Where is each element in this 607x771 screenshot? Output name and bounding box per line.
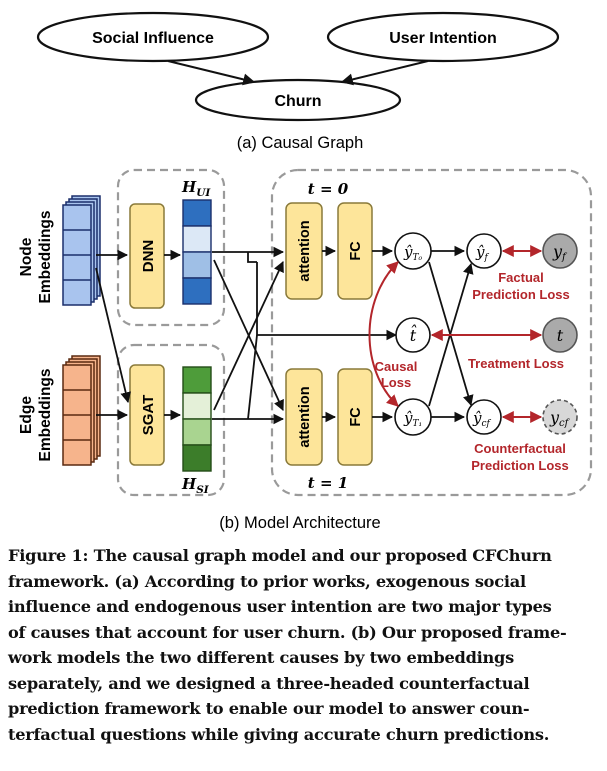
fc-label-t0: FC <box>348 241 364 261</box>
y-cf-hat-node <box>466 399 502 435</box>
figure-caption-line: prediction framework to enable our model… <box>8 699 530 718</box>
t-truth-label: t <box>557 326 564 345</box>
user-intention-node <box>326 11 560 63</box>
node-encoder-group <box>116 168 226 327</box>
edge-intention-to-churn <box>340 60 429 86</box>
edge-social-to-churn <box>167 60 256 86</box>
arrow-node-to-sgat <box>95 267 131 404</box>
figure-caption-line: work models the two different causes by … <box>8 648 514 667</box>
sgat-label: SGAT <box>140 395 157 436</box>
t-truth-node <box>542 317 578 353</box>
causal-loss-label-line1: Causal <box>375 359 418 374</box>
y-f-truth-node <box>542 233 578 269</box>
causal-graph: Social Influence User Intention Churn (a… <box>36 11 560 152</box>
user-intention-label: User Intention <box>389 30 497 47</box>
t1-label: t = 1 <box>308 474 348 492</box>
node-embeddings-stack <box>62 195 101 306</box>
h-ui-vector <box>182 199 212 305</box>
y-f-hat-label: ŷf <box>475 243 489 263</box>
edge-embeddings-stack <box>62 355 101 466</box>
figure-caption: Figure 1: The causal graph model and our… <box>8 543 601 747</box>
factual-loss-label-line2: Prediction Loss <box>472 287 570 302</box>
churn-label: Churn <box>274 93 321 110</box>
prediction-heads-group <box>270 168 593 497</box>
model-architecture-caption: (b) Model Architecture <box>219 514 380 532</box>
churn-node <box>194 78 402 122</box>
encoder-to-head-connections <box>212 246 398 425</box>
dnn-module <box>129 203 165 309</box>
counterfactual-loss-label-line1: Counterfactual <box>474 441 566 456</box>
edge-embeddings-label-line2: Embeddings <box>37 368 54 461</box>
node-embeddings-label-line1: Node <box>18 237 35 276</box>
dnn-label: DNN <box>140 240 157 273</box>
h-ui-label: HUI <box>181 178 211 199</box>
figure-caption-line: framework. (a) According to prior works,… <box>8 571 526 591</box>
treatment-loss-label: Treatment Loss <box>468 356 564 371</box>
figure-caption-line: Figure 1: The causal graph model and our… <box>8 546 552 565</box>
y-cf-hat-label: ŷcf <box>472 409 492 429</box>
figure-caption-line: influence and endogenous user intention … <box>8 597 552 616</box>
y-cf-truth-node <box>542 399 578 435</box>
attention-label-t0: attention <box>297 220 313 281</box>
y-f-hat-node <box>466 233 502 269</box>
y-cf-truth-label: ycf <box>549 408 571 429</box>
y-hat-t1-node <box>394 398 432 436</box>
t0-label: t = 0 <box>308 180 349 198</box>
figure-caption-line: of causes that account for user churn. (… <box>8 622 567 642</box>
model-architecture: Node Embeddings Edge Embeddings <box>18 168 593 532</box>
figure-caption-line: terfactual questions while giving accura… <box>8 724 550 744</box>
social-influence-node <box>36 11 270 63</box>
t-hat-label: t̂ <box>410 325 417 345</box>
y-hat-t0-label: ŷT₀ <box>403 243 422 263</box>
y-hat-t1-label: ŷT₁ <box>403 409 422 429</box>
social-influence-label: Social Influence <box>92 30 214 47</box>
causal-loss-arrow <box>368 261 399 407</box>
h-si-label: HSI <box>181 475 210 496</box>
figure-caption-line: separately, and we designed a three-head… <box>8 673 530 693</box>
counterfactual-loss-label-line2: Prediction Loss <box>471 458 569 473</box>
edge-encoder-group <box>116 343 226 497</box>
h-si-vector <box>182 366 212 472</box>
edge-embeddings-label-line1: Edge <box>18 396 35 434</box>
causal-loss-label-line2: Loss <box>381 375 411 390</box>
attention-label-t1: attention <box>297 386 313 447</box>
y-f-truth-label: yf <box>552 242 568 263</box>
node-embeddings-label-line2: Embeddings <box>37 210 54 303</box>
factual-loss-label-line1: Factual <box>498 270 544 285</box>
causal-graph-caption: (a) Causal Graph <box>237 134 364 152</box>
fc-label-t1: FC <box>348 407 364 427</box>
y-hat-t0-node <box>394 232 432 270</box>
